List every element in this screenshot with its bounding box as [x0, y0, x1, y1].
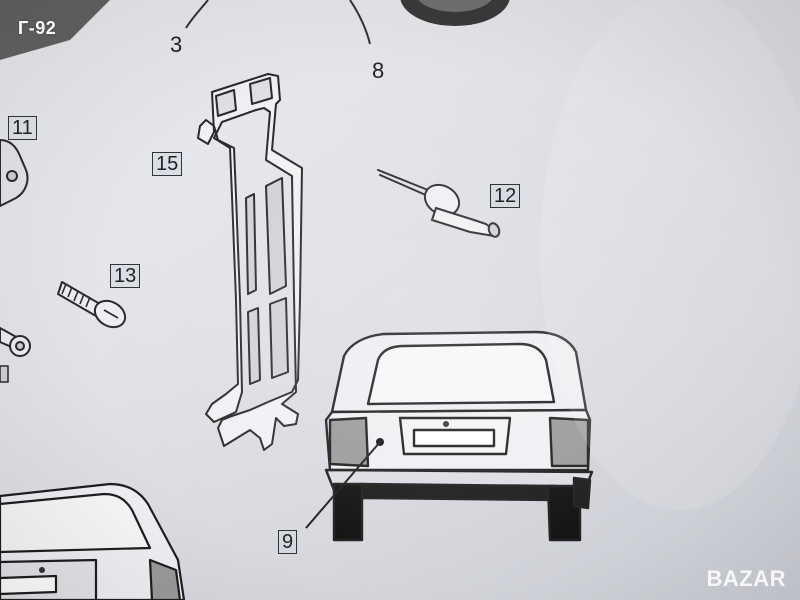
- part-13-screw: [57, 281, 127, 329]
- screen-corner-shadow: [0, 0, 110, 60]
- leader-line-3: [185, 0, 209, 29]
- callout-3: 3: [170, 32, 183, 57]
- part-9-car-rear: [324, 330, 594, 542]
- part-8-round-component: [349, 0, 510, 45]
- callout-9: 9: [278, 530, 298, 554]
- listing-code-label: Г-92: [18, 18, 57, 38]
- callout-8: 8: [372, 58, 385, 83]
- glare: [540, 0, 800, 510]
- callout-11: 11: [8, 116, 37, 140]
- part-15-long-bracket: [197, 73, 303, 451]
- watermark-logo: BAZAR: [706, 566, 786, 591]
- callout-12: 12: [490, 184, 521, 208]
- part-12-push-pin: [377, 169, 501, 238]
- callout-15: 15: [152, 152, 183, 176]
- car-side-partial: [0, 482, 186, 600]
- leader-line-9: [305, 441, 381, 529]
- part-11-clip: [0, 138, 29, 208]
- callout-13: 13: [110, 264, 141, 288]
- part-7-bolt: [0, 326, 31, 383]
